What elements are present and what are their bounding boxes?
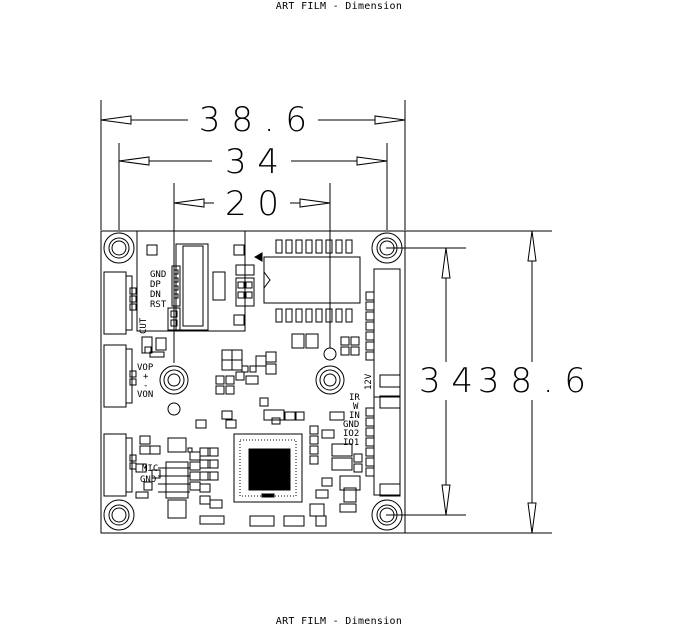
- label-12v: 12V: [364, 373, 374, 390]
- label-plus: +: [143, 372, 149, 382]
- lens-mount-holes: [159, 347, 345, 416]
- label-von: VON: [137, 390, 153, 400]
- left-connectors: [103, 271, 137, 497]
- mounting-holes: [103, 232, 403, 531]
- footer-caption: ART FILM - Dimension: [275, 616, 403, 627]
- soic-chip: [253, 239, 361, 323]
- label-vop: VOP: [137, 363, 154, 373]
- inductor-leads: [158, 467, 190, 493]
- label-ir: IR: [349, 393, 360, 403]
- label-io2: IO2: [343, 429, 359, 439]
- label-mic-gnd: GND: [140, 475, 156, 485]
- main-soc-chip: [233, 433, 303, 503]
- dim-width-inner: 2 0: [225, 184, 279, 224]
- label-gnd: GND: [150, 270, 166, 280]
- dim-height-hole: 3 4: [419, 361, 473, 401]
- label-in: IN: [349, 411, 360, 421]
- right-connectors: [365, 268, 401, 497]
- label-mic: MIC: [142, 464, 158, 474]
- dim-width-outer: 3 8 . 6: [199, 100, 307, 140]
- header-caption: ART FILM - Dimension: [275, 1, 403, 12]
- label-minus: -: [143, 381, 148, 391]
- label-cut: CUT: [139, 317, 149, 334]
- label-w: W: [353, 402, 359, 412]
- silkscreen-labels: GND DP DN RST CUT VOP + - VON MIC GND 12…: [137, 270, 374, 485]
- pcb-board-outline: [100, 230, 406, 534]
- small-components: [135, 333, 363, 527]
- label-io1: IO1: [343, 438, 359, 448]
- dim-width-hole: 3 4: [225, 142, 279, 182]
- label-dn: DN: [150, 290, 161, 300]
- label-dp: DP: [150, 280, 161, 290]
- label-rst: RST: [150, 300, 167, 310]
- top-chip: [136, 230, 255, 332]
- label-gnd-right: GND: [343, 420, 359, 430]
- dim-height-outer: 3 8 . 6: [478, 361, 586, 401]
